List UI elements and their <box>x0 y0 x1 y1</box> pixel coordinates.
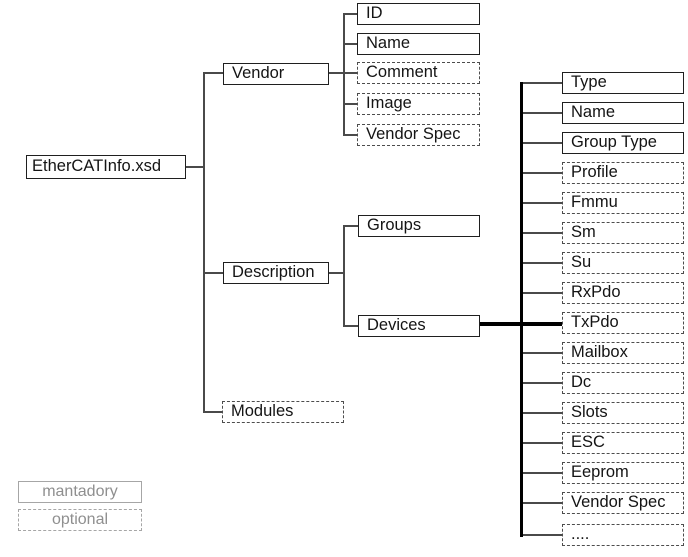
node-device-esc: ESC <box>562 432 684 454</box>
connector-name-stub <box>345 43 357 45</box>
node-device-name: Name <box>562 102 684 124</box>
node-vendor-id: ID <box>357 3 480 25</box>
node-device-profile: Profile <box>562 162 684 184</box>
connector-esc-stub <box>523 442 562 444</box>
node-groups: Groups <box>358 215 480 237</box>
connector-devices-stub <box>345 325 358 327</box>
node-device-eeprom: Eeprom <box>562 462 684 484</box>
legend-mandatory: mantadory <box>18 481 142 503</box>
connector-rxpdo-stub <box>523 292 562 294</box>
node-device-type: Type <box>562 72 684 94</box>
node-device-ellipsis: .... <box>562 524 684 546</box>
connector-root-trunk <box>203 72 205 413</box>
connector-device-vendor-spec-stub <box>523 502 562 504</box>
node-modules: Modules <box>222 401 344 423</box>
node-device-slots: Slots <box>562 402 684 424</box>
node-device-fmmu: Fmmu <box>562 192 684 214</box>
connector-groups-stub <box>345 225 358 227</box>
connector-ellipsis-stub <box>523 534 562 536</box>
connector-vendor-stub <box>205 72 223 74</box>
connector-devices-trunk <box>520 82 523 537</box>
connector-description-stub <box>205 272 223 274</box>
node-device-group-type: Group Type <box>562 132 684 154</box>
node-devices: Devices <box>358 315 480 337</box>
connector-slots-stub <box>523 412 562 414</box>
node-vendor-image: Image <box>357 93 480 115</box>
connector-su-stub <box>523 262 562 264</box>
connector-dc-stub <box>523 382 562 384</box>
node-device-rxpdo: RxPdo <box>562 282 684 304</box>
node-device-su: Su <box>562 252 684 274</box>
node-vendor-comment: Comment <box>357 62 480 84</box>
connector-mailbox-stub <box>523 352 562 354</box>
connector-sm-stub <box>523 232 562 234</box>
node-ethercatinfo-xsd: EtherCATInfo.xsd <box>26 155 186 179</box>
node-device-dc: Dc <box>562 372 684 394</box>
node-device-mailbox: Mailbox <box>562 342 684 364</box>
connector-description-trunk <box>343 225 345 327</box>
node-vendor: Vendor <box>223 63 329 85</box>
node-device-txpdo: TxPdo <box>562 312 684 334</box>
node-device-vendor-spec: Vendor Spec <box>562 492 684 514</box>
connector-modules-stub <box>205 411 222 413</box>
node-description: Description <box>223 262 329 284</box>
connector-vendor-spec-stub <box>345 134 357 136</box>
legend-optional: optional <box>18 509 142 531</box>
connector-image-stub <box>345 103 357 105</box>
connector-device-name-stub <box>523 112 562 114</box>
connector-group-type-stub <box>523 142 562 144</box>
connector-vendor-trunk <box>343 13 345 136</box>
node-vendor-vendor-spec: Vendor Spec <box>357 124 480 146</box>
connector-eeprom-stub <box>523 472 562 474</box>
connector-id-stub <box>345 13 357 15</box>
node-vendor-name: Name <box>357 33 480 55</box>
connector-type-stub <box>523 82 562 84</box>
connector-fmmu-stub <box>523 202 562 204</box>
node-device-sm: Sm <box>562 222 684 244</box>
connector-profile-stub <box>523 172 562 174</box>
connector-description-link <box>329 272 344 274</box>
connector-root-stub <box>186 166 204 168</box>
